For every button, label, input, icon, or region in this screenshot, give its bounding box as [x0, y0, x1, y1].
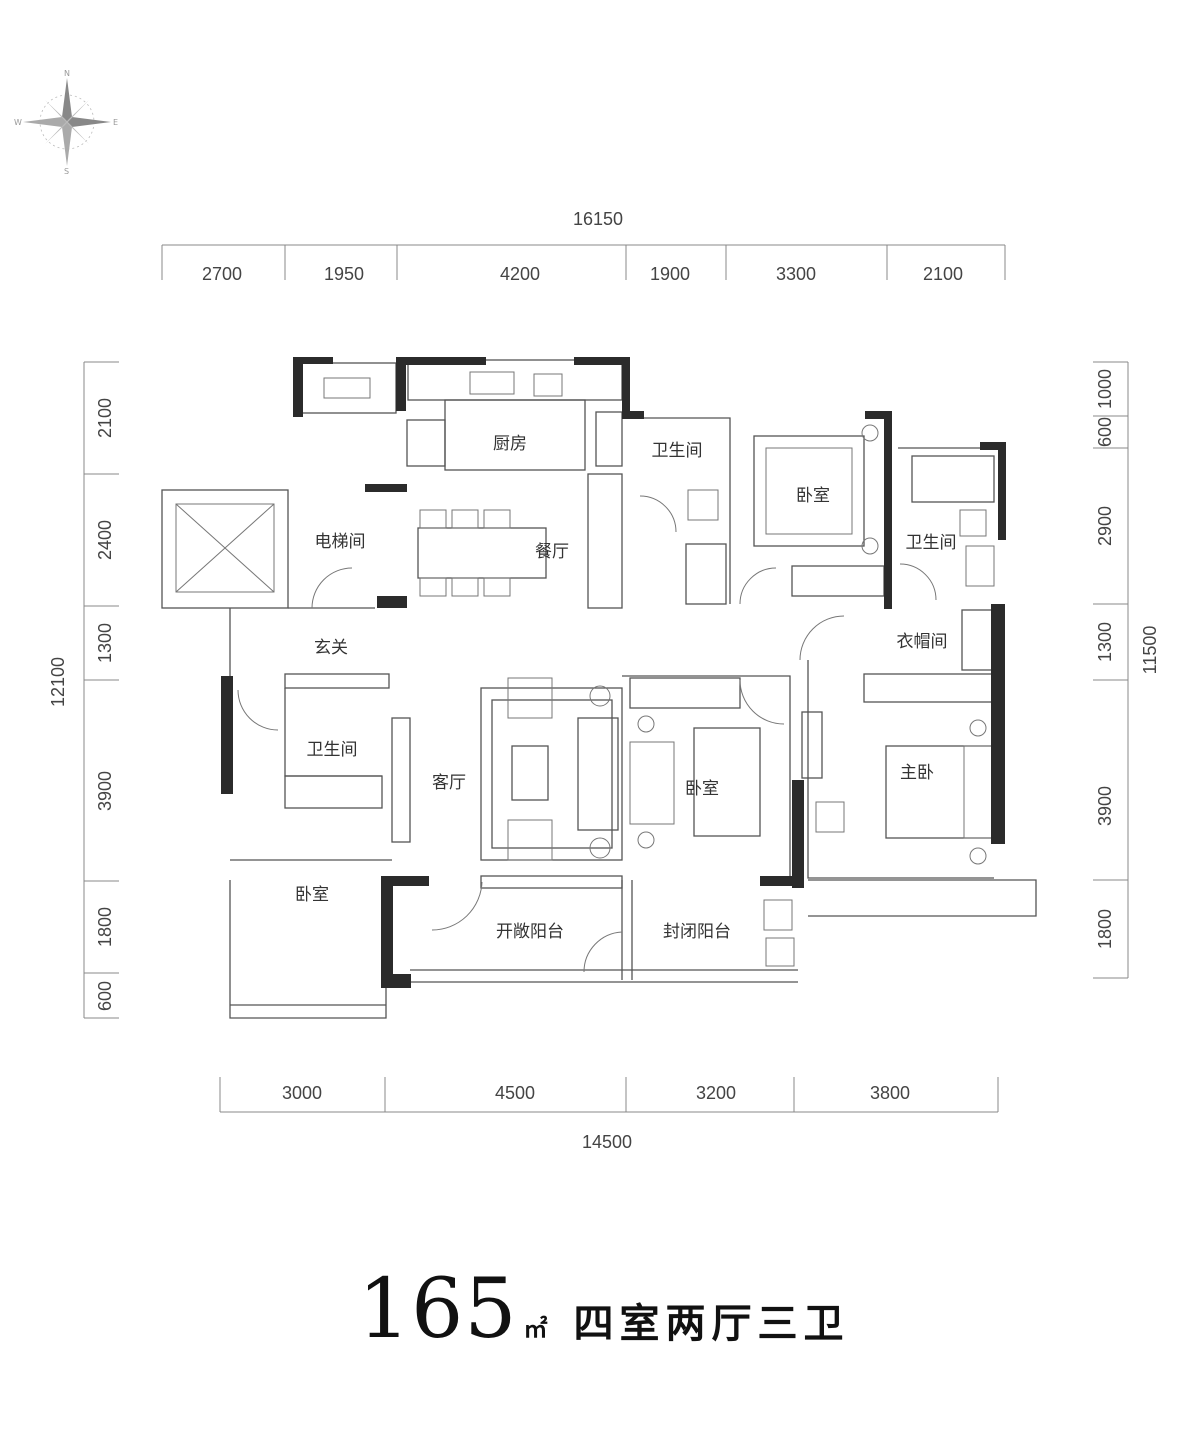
dim-right-total: 11500 [1140, 626, 1160, 675]
dim-bottom-4: 3800 [870, 1083, 910, 1103]
dim-left-2: 2400 [95, 520, 115, 560]
compass-s: S [64, 167, 69, 176]
label-closet: 衣帽间 [897, 632, 948, 652]
dim-left-5: 1800 [95, 907, 115, 947]
label-closed-balcony: 封闭阳台 [663, 922, 731, 942]
dim-left-1: 2100 [95, 398, 115, 438]
dim-left-4: 3900 [95, 771, 115, 811]
area-unit: ㎡ [523, 1315, 548, 1343]
label-dining: 餐厅 [535, 542, 569, 562]
dim-right-5: 3900 [1095, 786, 1115, 826]
label-bedroom-mid: 卧室 [685, 779, 719, 799]
dim-top-2: 1950 [324, 264, 364, 284]
label-bath-left: 卫生间 [307, 740, 358, 760]
dim-top-4: 1900 [650, 264, 690, 284]
left-dimension-chain: 12100 2100 2400 1300 3900 1800 600 [48, 361, 119, 1019]
compass-e: E [113, 118, 118, 127]
bottom-dimension-chain: 3000 4500 3200 3800 14500 [219, 1077, 999, 1152]
label-master: 主卧 [900, 763, 934, 783]
room-labels: 厨房 餐厅 电梯间 玄关 客厅 卫生间 卫生间 卫生间 卧室 卧室 卧室 主卧 … [295, 434, 957, 942]
dim-top-6: 2100 [923, 264, 963, 284]
label-elevator: 电梯间 [315, 532, 366, 552]
dim-top-1: 2700 [202, 264, 242, 284]
label-kitchen: 厨房 [493, 434, 527, 454]
dim-right-4: 1300 [1095, 622, 1115, 662]
label-open-balcony: 开敞阳台 [496, 922, 564, 942]
dim-top-3: 4200 [500, 264, 540, 284]
dim-left-3: 1300 [95, 623, 115, 663]
dim-right-3: 2900 [1095, 506, 1115, 546]
compass-rose-icon: N S W E [14, 69, 118, 176]
label-bedroom-left: 卧室 [295, 885, 329, 905]
top-dimension-chain: 16150 2700 1950 4200 1900 3300 2100 [161, 209, 1006, 284]
dim-left-total: 12100 [48, 657, 68, 707]
dim-top-total: 16150 [573, 209, 623, 229]
compass-w: W [14, 118, 22, 127]
right-dimension-chain: 1000 600 2900 1300 3900 1800 11500 [1093, 361, 1160, 979]
label-living: 客厅 [432, 773, 466, 793]
label-bath-right: 卫生间 [906, 533, 957, 553]
dim-right-2: 600 [1095, 417, 1115, 447]
label-entry: 玄关 [314, 638, 348, 658]
dim-bottom-1: 3000 [282, 1083, 322, 1103]
structural-walls [221, 357, 1006, 988]
compass-n: N [64, 69, 70, 78]
dim-bottom-total: 14500 [582, 1132, 632, 1152]
dim-left-6: 600 [95, 981, 115, 1011]
dim-top-5: 3300 [776, 264, 816, 284]
area-value: 165 [358, 1262, 518, 1357]
label-bedroom-top: 卧室 [796, 486, 830, 506]
dim-bottom-2: 4500 [495, 1083, 535, 1103]
dim-right-1: 1000 [1095, 369, 1115, 409]
dim-right-6: 1800 [1095, 909, 1115, 949]
plan-outlines [161, 359, 1037, 1019]
label-bath-top: 卫生间 [652, 441, 703, 461]
layout-type: 四室两厅三卫 [573, 1301, 850, 1347]
dim-bottom-3: 3200 [696, 1083, 736, 1103]
